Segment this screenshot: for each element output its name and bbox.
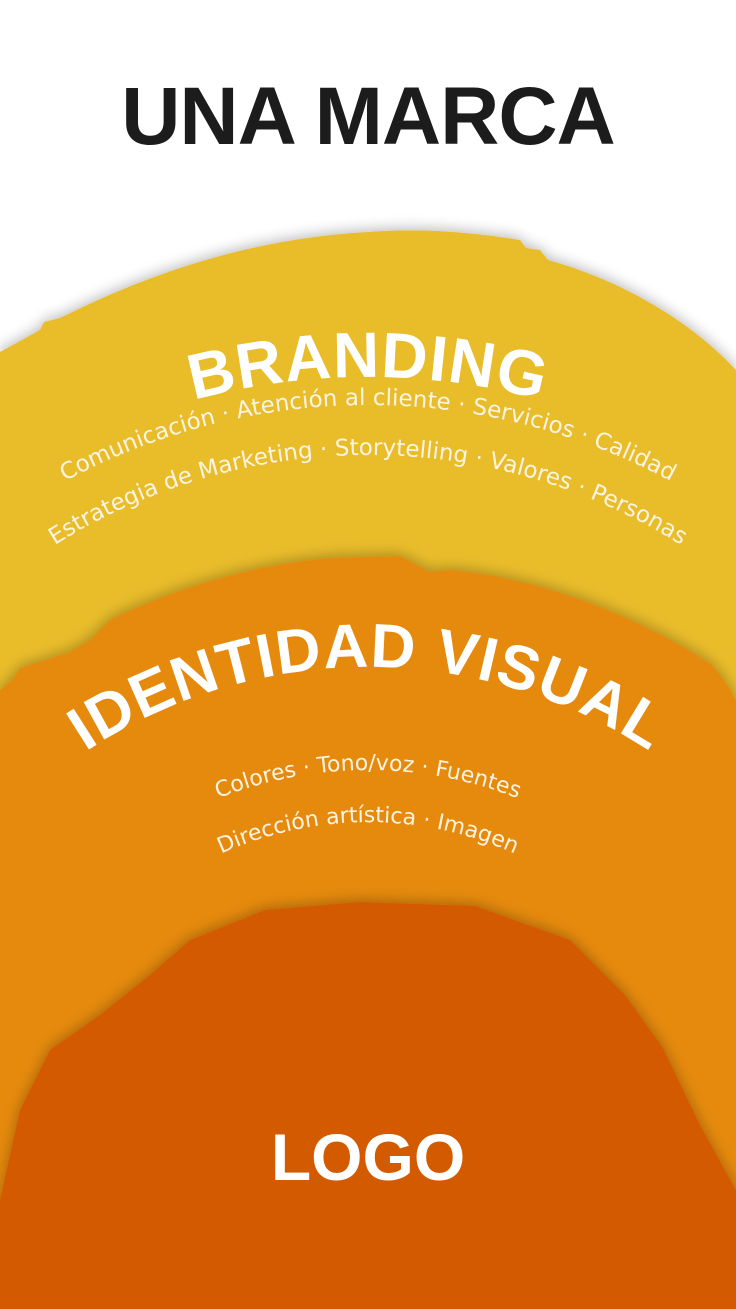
logo-layer-shape [0,902,736,1309]
logo-label: LOGO [271,1120,465,1194]
page-title: UNA MARCA [121,71,616,162]
